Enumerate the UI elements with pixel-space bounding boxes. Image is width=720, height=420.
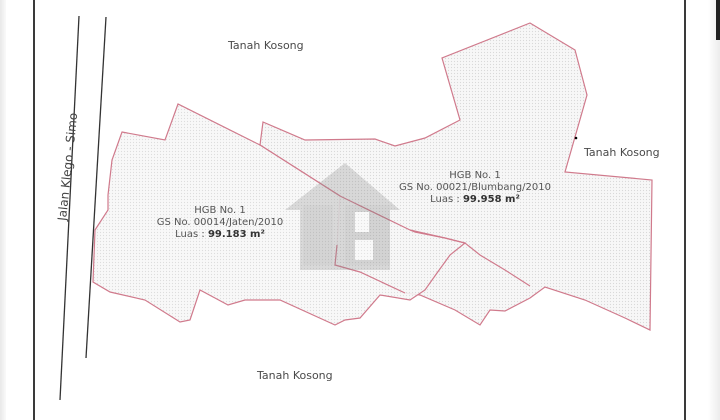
boundary-marker-dot xyxy=(574,136,578,140)
south-neighbor-label: Tanah Kosong xyxy=(257,369,333,382)
road-edge-east xyxy=(85,16,107,359)
parcel-jaten-info: HGB No. 1 GS No. 00014/Jaten/2010 Luas :… xyxy=(150,205,290,241)
east-neighbor-label: Tanah Kosong xyxy=(584,146,660,159)
parcel-jaten-area-value: 99.183 m² xyxy=(207,229,265,240)
jb-logo-watermark-icon xyxy=(285,163,400,270)
frame-border-left xyxy=(33,0,35,420)
page-corner-shadow xyxy=(716,0,720,40)
page-edge-right xyxy=(708,0,720,420)
parcel-divider xyxy=(409,229,531,287)
parcel-jaten-title: HGB No. 1 xyxy=(194,205,246,216)
page-edge-left xyxy=(0,0,6,420)
parcel-blumbang-info: HGB No. 1 GS No. 00021/Blumbang/2010 Lua… xyxy=(395,170,555,206)
parcel-jaten-gs-number: GS No. 00014/Jaten/2010 xyxy=(156,217,284,228)
parcel-blumbang-area: Luas : 99.958 m² xyxy=(430,194,520,205)
road-edge-west xyxy=(59,15,80,401)
parcel-blumbang-title: HGB No. 1 xyxy=(449,170,501,181)
north-neighbor-label: Tanah Kosong xyxy=(228,39,304,52)
parcel-jaten-area: Luas : 99.183 m² xyxy=(175,229,265,240)
parcel-blumbang-area-value: 99.958 m² xyxy=(462,194,520,205)
parcel-blumbang-gs-number: GS No. 00021/Blumbang/2010 xyxy=(399,182,551,193)
parcel-divider-inner xyxy=(334,244,406,294)
frame-border-right xyxy=(684,0,686,420)
